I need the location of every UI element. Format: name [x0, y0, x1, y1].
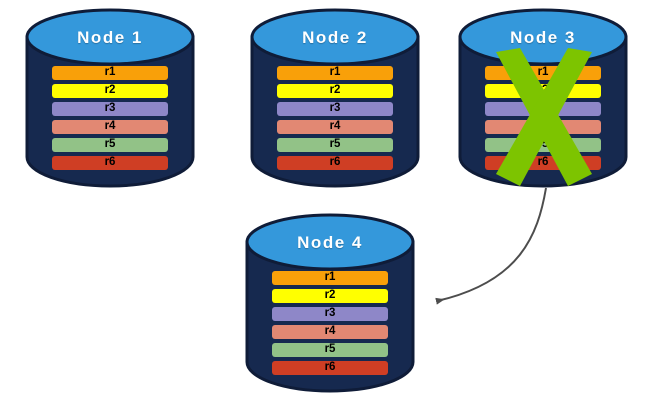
node-rows-1: r1 r2 r3 r4 r5 r6 [52, 66, 168, 170]
row-r3[interactable]: r3 [52, 102, 168, 116]
node-cylinder-4[interactable]: Node 4 r1 r2 r3 r4 r5 r6 [245, 213, 415, 393]
row-r2[interactable]: r2 [277, 84, 393, 98]
connector-path [435, 187, 547, 305]
row-r4[interactable]: r4 [52, 120, 168, 134]
node-rows-3: r1 r2 r3 r4 r5 r6 [485, 66, 601, 170]
row-r4[interactable]: r4 [272, 325, 388, 339]
node-rows-2: r1 r2 r3 r4 r5 r6 [277, 66, 393, 170]
row-r5[interactable]: r5 [485, 138, 601, 152]
row-r6[interactable]: r6 [485, 156, 601, 170]
row-r3[interactable]: r3 [277, 102, 393, 116]
node-rows-4: r1 r2 r3 r4 r5 r6 [272, 271, 388, 375]
node-cylinder-2[interactable]: Node 2 r1 r2 r3 r4 r5 r6 [250, 8, 420, 188]
row-r1[interactable]: r1 [272, 271, 388, 285]
row-r1[interactable]: r1 [485, 66, 601, 80]
row-r6[interactable]: r6 [52, 156, 168, 170]
row-r1[interactable]: r1 [277, 66, 393, 80]
row-r2[interactable]: r2 [52, 84, 168, 98]
row-r2[interactable]: r2 [272, 289, 388, 303]
row-r5[interactable]: r5 [272, 343, 388, 357]
row-r3[interactable]: r3 [485, 102, 601, 116]
node-cylinder-1[interactable]: Node 1 r1 r2 r3 r4 r5 r6 [25, 8, 195, 188]
row-r5[interactable]: r5 [52, 138, 168, 152]
row-r1[interactable]: r1 [52, 66, 168, 80]
row-r6[interactable]: r6 [277, 156, 393, 170]
row-r5[interactable]: r5 [277, 138, 393, 152]
row-r4[interactable]: r4 [277, 120, 393, 134]
node-cylinder-3[interactable]: Node 3 r1 r2 r3 r4 r5 r6 [458, 8, 628, 188]
row-r2[interactable]: r2 [485, 84, 601, 98]
row-r3[interactable]: r3 [272, 307, 388, 321]
row-r4[interactable]: r4 [485, 120, 601, 134]
row-r6[interactable]: r6 [272, 361, 388, 375]
